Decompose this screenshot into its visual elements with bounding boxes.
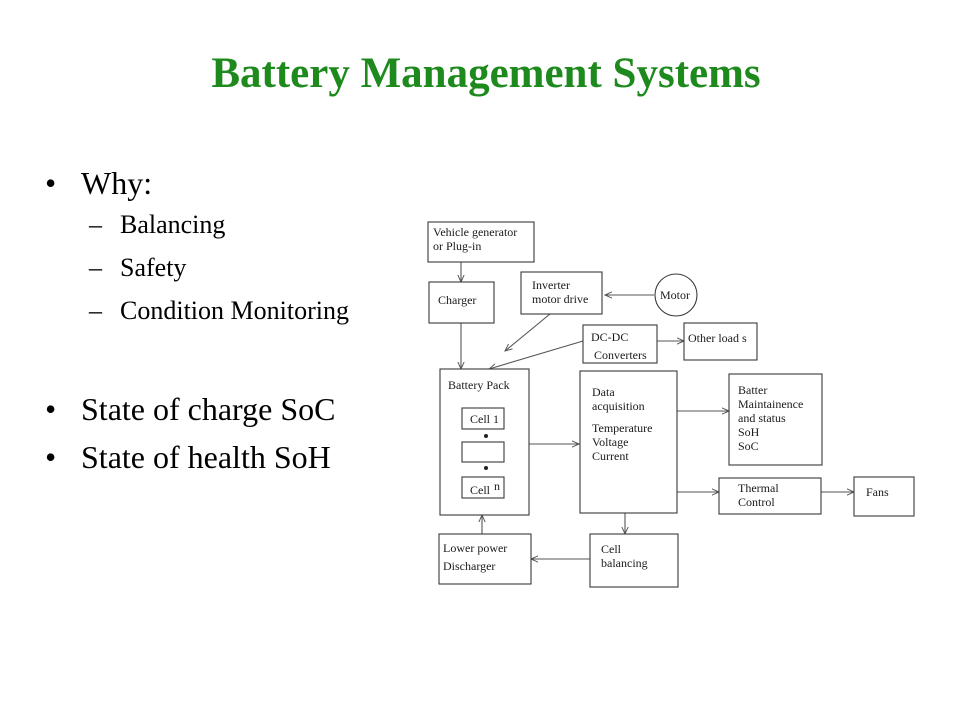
svg-text:motor drive: motor drive <box>532 292 588 306</box>
ellipsis-dot <box>484 434 488 438</box>
svg-text:n: n <box>494 479 500 493</box>
wire-inverter-to-battery <box>505 313 551 351</box>
data-acquisition-block: Data acquisition Temperature Voltage Cur… <box>579 370 678 514</box>
battery-pack-block: Battery Pack Cell 1 Cell n <box>439 368 530 516</box>
cell-n <box>461 476 505 499</box>
svg-text:Batter: Batter <box>738 383 767 397</box>
svg-text:balancing: balancing <box>601 556 648 570</box>
cell-balancing-block: Cell balancing <box>589 533 679 588</box>
svg-text:Cell: Cell <box>470 483 491 497</box>
svg-text:acquisition: acquisition <box>592 399 645 413</box>
sub-bullet-safety-text: Safety <box>120 253 187 282</box>
svg-text:DC-DC: DC-DC <box>591 330 628 344</box>
cell-middle <box>461 441 505 463</box>
bullet-soh-text: State of health SoH <box>81 439 331 475</box>
svg-text:Discharger: Discharger <box>443 559 495 573</box>
fans-block: Fans <box>853 476 915 517</box>
thermal-control-block: Thermal Control <box>718 477 822 515</box>
svg-text:Cell 1: Cell 1 <box>470 412 499 426</box>
other-loads-block: Other load s <box>683 322 758 361</box>
svg-text:SoC: SoC <box>738 439 759 453</box>
lower-power-discharger-block: Lower power Discharger <box>438 533 532 585</box>
cell-1 <box>461 407 505 430</box>
svg-text:and status: and status <box>738 411 786 425</box>
svg-text:Motor: Motor <box>660 288 690 302</box>
svg-text:or Plug-in: or Plug-in <box>433 239 481 253</box>
svg-text:Lower power: Lower power <box>443 541 507 555</box>
svg-text:Fans: Fans <box>866 485 889 499</box>
svg-text:Charger: Charger <box>438 293 476 307</box>
svg-text:Control: Control <box>738 495 775 509</box>
svg-text:SoH: SoH <box>738 425 760 439</box>
svg-text:Temperature: Temperature <box>592 421 652 435</box>
svg-text:Voltage: Voltage <box>592 435 628 449</box>
motor-block: Motor <box>654 273 698 317</box>
sub-bullet-balancing-text: Balancing <box>120 210 226 239</box>
wire-dcdc-to-battery <box>489 340 584 369</box>
svg-text:Cell: Cell <box>601 542 622 556</box>
svg-text:Vehicle generator: Vehicle generator <box>433 225 517 239</box>
svg-text:Thermal: Thermal <box>738 481 779 495</box>
svg-text:Battery Pack: Battery Pack <box>448 378 510 392</box>
slide-title: Battery Management Systems <box>211 50 761 97</box>
maintenance-status-block: Batter Maintainence and status SoH SoC <box>728 373 823 466</box>
bullet-soc-text: State of charge SoC <box>81 391 336 427</box>
ellipsis-dot <box>484 466 488 470</box>
vehicle-generator-block: Vehicle generator or Plug-in <box>427 221 535 263</box>
inverter-block: Inverter motor drive <box>520 271 603 315</box>
svg-text:Other load s: Other load s <box>688 331 747 345</box>
svg-text:Current: Current <box>592 449 629 463</box>
svg-text:Data: Data <box>592 385 615 399</box>
charger-block: Charger <box>428 281 495 324</box>
bullet-why-text: Why: <box>81 165 153 201</box>
svg-text:Converters: Converters <box>594 348 647 362</box>
svg-text:Maintainence: Maintainence <box>738 397 803 411</box>
svg-text:Inverter: Inverter <box>532 278 570 292</box>
sub-bullet-condition-monitoring-text: Condition Monitoring <box>120 296 349 325</box>
dcdc-converter-block: DC-DC Converters <box>582 324 658 364</box>
